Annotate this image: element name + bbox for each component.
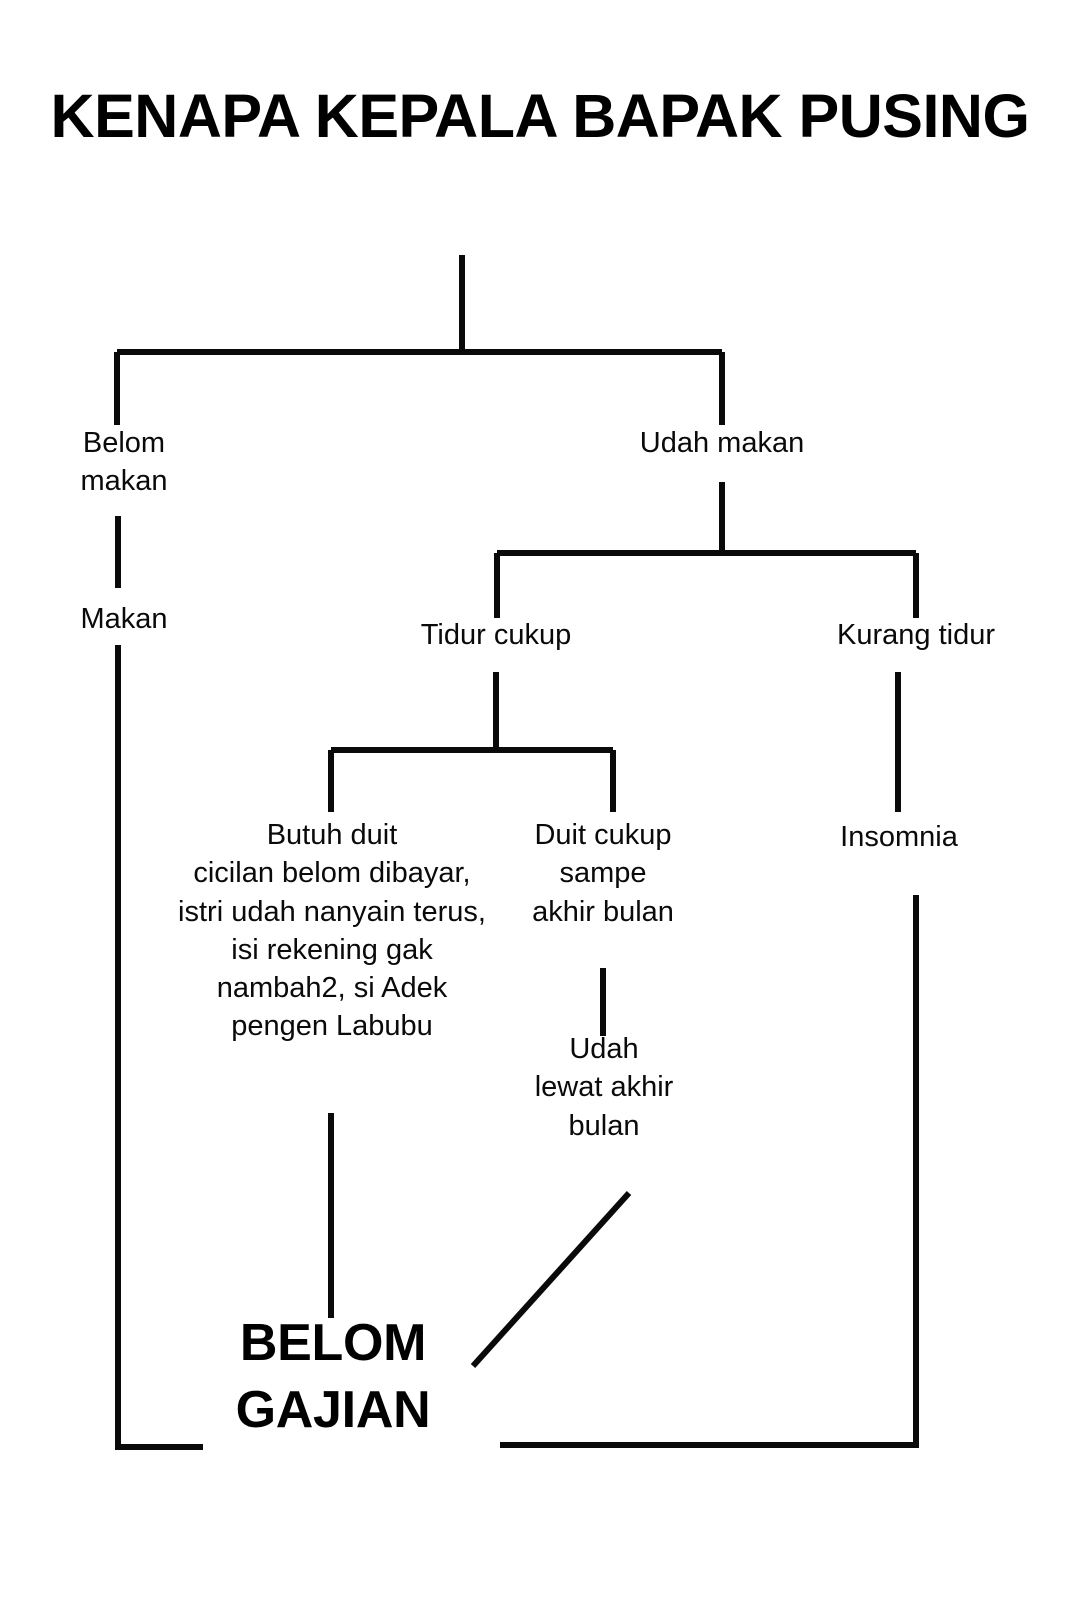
node-kurang-tidur: Kurang tidur [837,619,995,651]
node-belom-gajian: BELOM GAJIAN [235,1314,431,1439]
node-butuh-duit: Butuh duit cicilan belom dibayar, istri … [178,819,486,1043]
page-title: KENAPA KEPALA BAPAK PUSING [50,82,1030,150]
node-duit-cukup: Duit cukup sampe akhir bulan [532,819,674,928]
node-tidur-cukup: Tidur cukup [420,619,572,651]
node-makan: Makan [80,603,168,635]
node-belom-makan: Belom makan [80,427,168,498]
edge-insomnia-to-gajian [500,895,919,1448]
node-insomnia: Insomnia [840,821,958,853]
node-udah-lewat-akhir-bulan: Udah lewat akhir bulan [534,1033,674,1142]
node-udah-makan: Udah makan [639,427,805,459]
